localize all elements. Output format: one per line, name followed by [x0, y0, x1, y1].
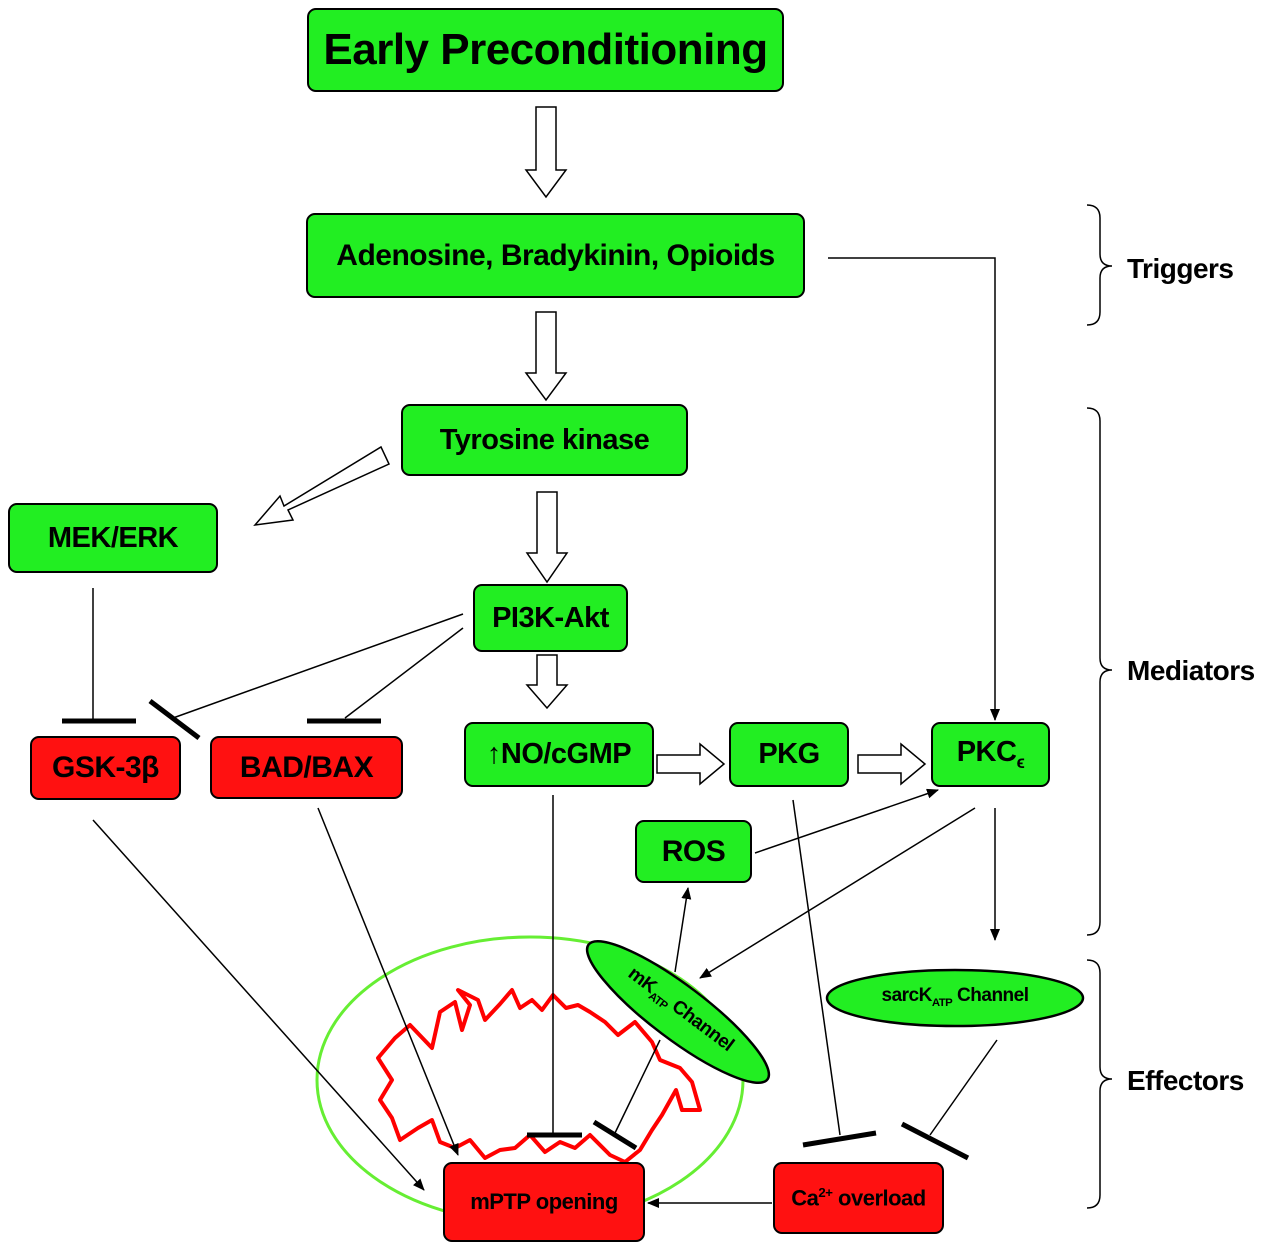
- sarckatp-channel-shape: [825, 968, 1085, 1028]
- ros-box: ROS: [635, 820, 752, 883]
- gsk3b-box: GSK-3β: [30, 736, 181, 800]
- stage-label-effectors: Effectors: [1127, 1065, 1244, 1096]
- inhibition-mek-gsk: [62, 588, 136, 724]
- inhibition-pkg-ca: [792, 799, 877, 1148]
- pi3k-akt-box: PI3K-Akt: [473, 584, 628, 652]
- bracket-effectors: [1086, 959, 1113, 1209]
- tyrosine-kinase-box: Tyrosine kinase: [401, 404, 688, 476]
- arrow-pkc-to-mkatp: [699, 807, 976, 979]
- bad-bax-box: BAD/BAX: [210, 736, 403, 799]
- pkg-box: PKG: [729, 722, 849, 787]
- mptp-box: mPTP opening: [443, 1162, 645, 1242]
- pkg-label: PKG: [758, 738, 820, 770]
- ca-overload-box: Ca2+ overload: [773, 1162, 944, 1234]
- pi3k-akt-label: PI3K-Akt: [492, 601, 609, 634]
- block-arrow-early-to-triggers: [524, 106, 568, 199]
- triggers-box-label: Adenosine, Bradykinin, Opioids: [336, 238, 775, 272]
- inhibition-no-mptp: [527, 795, 582, 1138]
- arrow-triggers-to-pkc: [828, 257, 1000, 721]
- arrow-bad-to-mptp: [317, 807, 459, 1156]
- tyrosine-kinase-label: Tyrosine kinase: [439, 423, 650, 456]
- triggers-box: Adenosine, Bradykinin, Opioids: [306, 213, 805, 298]
- inhibition-pi3k-gsk: [148, 613, 464, 740]
- pkc-box: PKCϵ: [931, 722, 1050, 787]
- stage-label-triggers: Triggers: [1127, 253, 1234, 284]
- mkatp-channel-shape: [585, 939, 771, 1085]
- bracket-triggers: [1086, 204, 1113, 326]
- inhibition-pi3k-bad: [307, 627, 464, 724]
- block-arrow-triggers-to-tyrosine: [524, 311, 568, 402]
- bad-bax-label: BAD/BAX: [239, 750, 374, 784]
- block-arrow-pkg-to-pkc: [857, 742, 927, 786]
- stage-label-mediators: Mediators: [1127, 655, 1255, 686]
- mptp-label: mPTP opening: [470, 1189, 618, 1214]
- pkc-label: PKCϵ: [956, 736, 1025, 772]
- early-preconditioning-label: Early Preconditioning: [323, 25, 768, 74]
- mek-erk-label: MEK/ERK: [47, 521, 179, 554]
- inhibition-mkatp-mptp: [592, 1039, 661, 1151]
- mek-erk-box: MEK/ERK: [8, 503, 218, 573]
- arrow-ros-to-pkc: [754, 788, 939, 854]
- no-cgmp-label: ↑NO/cGMP: [486, 738, 632, 770]
- early-preconditioning-box: Early Preconditioning: [307, 8, 784, 92]
- sarckatp-channel-label: sarcKATP Channel: [881, 985, 1030, 1009]
- arrow-gsk-to-mptp: [92, 819, 425, 1191]
- bracket-mediators: [1086, 407, 1113, 936]
- no-cgmp-box: ↑NO/cGMP: [464, 722, 654, 787]
- ros-label: ROS: [661, 834, 726, 868]
- ca-overload-label: Ca2+ overload: [791, 1184, 926, 1211]
- block-arrow-pi3k-to-no: [525, 654, 569, 710]
- mitochondrion-inner-membrane: [376, 988, 702, 1164]
- gsk3b-label: GSK-3β: [52, 751, 160, 784]
- block-arrow-tyrosine-to-pi3k: [525, 491, 569, 584]
- block-arrow-tyrosine-to-mek: [253, 445, 391, 527]
- arrow-mkatp-to-ros: [674, 887, 692, 973]
- block-arrow-no-to-pkg: [656, 742, 726, 786]
- inhibition-sarck-ca: [900, 1039, 998, 1161]
